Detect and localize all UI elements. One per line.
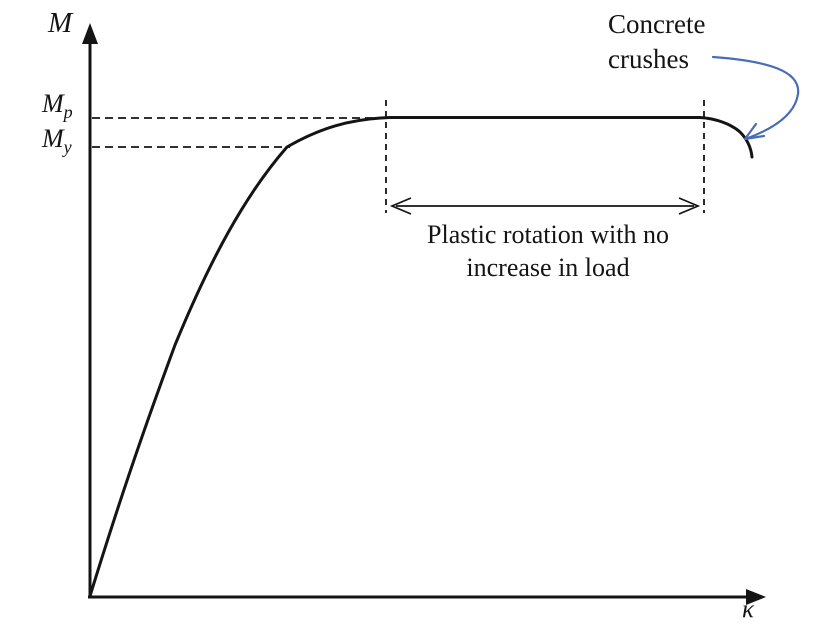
mp-label: Mp	[42, 89, 73, 123]
extent-arrow-left-head-icon	[389, 197, 412, 215]
y-axis-arrowhead-icon	[82, 23, 98, 44]
moment-curvature-curve	[88, 116, 754, 598]
my-label-base: M	[42, 124, 64, 153]
x-axis-label: κ	[742, 596, 754, 623]
mp-label-base: M	[42, 89, 64, 118]
my-label-subscript: y	[63, 137, 72, 158]
concrete-crushes-arrowhead-icon	[743, 122, 766, 141]
y-axis-label: M	[48, 7, 73, 39]
annotation-plastic-rotation: Plastic rotation with no increase in loa…	[427, 220, 669, 282]
annotation-concrete-crushes: Concrete crushes	[608, 9, 706, 74]
concrete-crushes-arrow	[711, 55, 800, 140]
x-axis-arrowhead-icon	[746, 589, 766, 605]
my-label: My	[42, 124, 72, 158]
extent-arrow-right-head-icon	[678, 197, 701, 215]
mp-label-subscript: p	[63, 102, 73, 123]
